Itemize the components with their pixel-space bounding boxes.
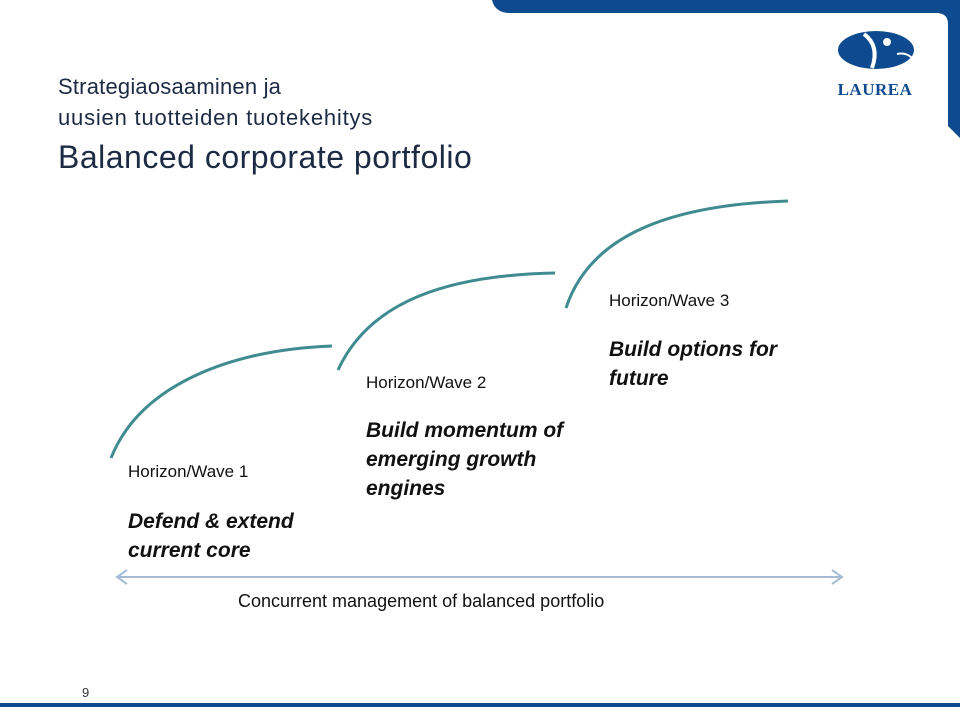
page-title: Balanced corporate portfolio [58,139,473,175]
wave3-desc-line: future [609,367,669,390]
wave2-desc-line: engines [366,477,446,500]
logo-wordmark: LAUREA [837,80,913,99]
wave3-label: Horizon/Wave 3 [609,291,730,310]
wave2-label: Horizon/Wave 2 [366,373,487,392]
wave2-desc-line: emerging growth [366,448,537,471]
bottom-border-line [0,703,960,707]
wave2-desc-line: Build momentum of [366,419,564,442]
wave1-label: Horizon/Wave 1 [128,462,249,481]
concurrent-arrow [115,569,844,585]
wave1-desc-line: Defend & extend [128,510,294,533]
wave3-curve [564,199,789,309]
top-banner-shape [492,0,960,138]
subtitle-line-2: uusien tuotteiden tuotekehitys [58,105,374,130]
wave2-description: Build momentum of emerging growth engine… [366,416,563,503]
wave3-description: Build options for future [609,335,777,393]
wave2-curve [336,271,556,371]
wave3-desc-line: Build options for [609,338,777,361]
page-number: 9 [82,685,90,700]
subtitle-line-1: Strategiaosaaminen ja [58,74,282,99]
arrow-caption: Concurrent management of balanced portfo… [238,591,605,611]
wave1-desc-line: current core [128,539,251,562]
wave1-description: Defend & extend current core [128,507,294,565]
laurea-bird-emblem-icon [838,31,914,69]
wave1-curve [109,344,333,459]
